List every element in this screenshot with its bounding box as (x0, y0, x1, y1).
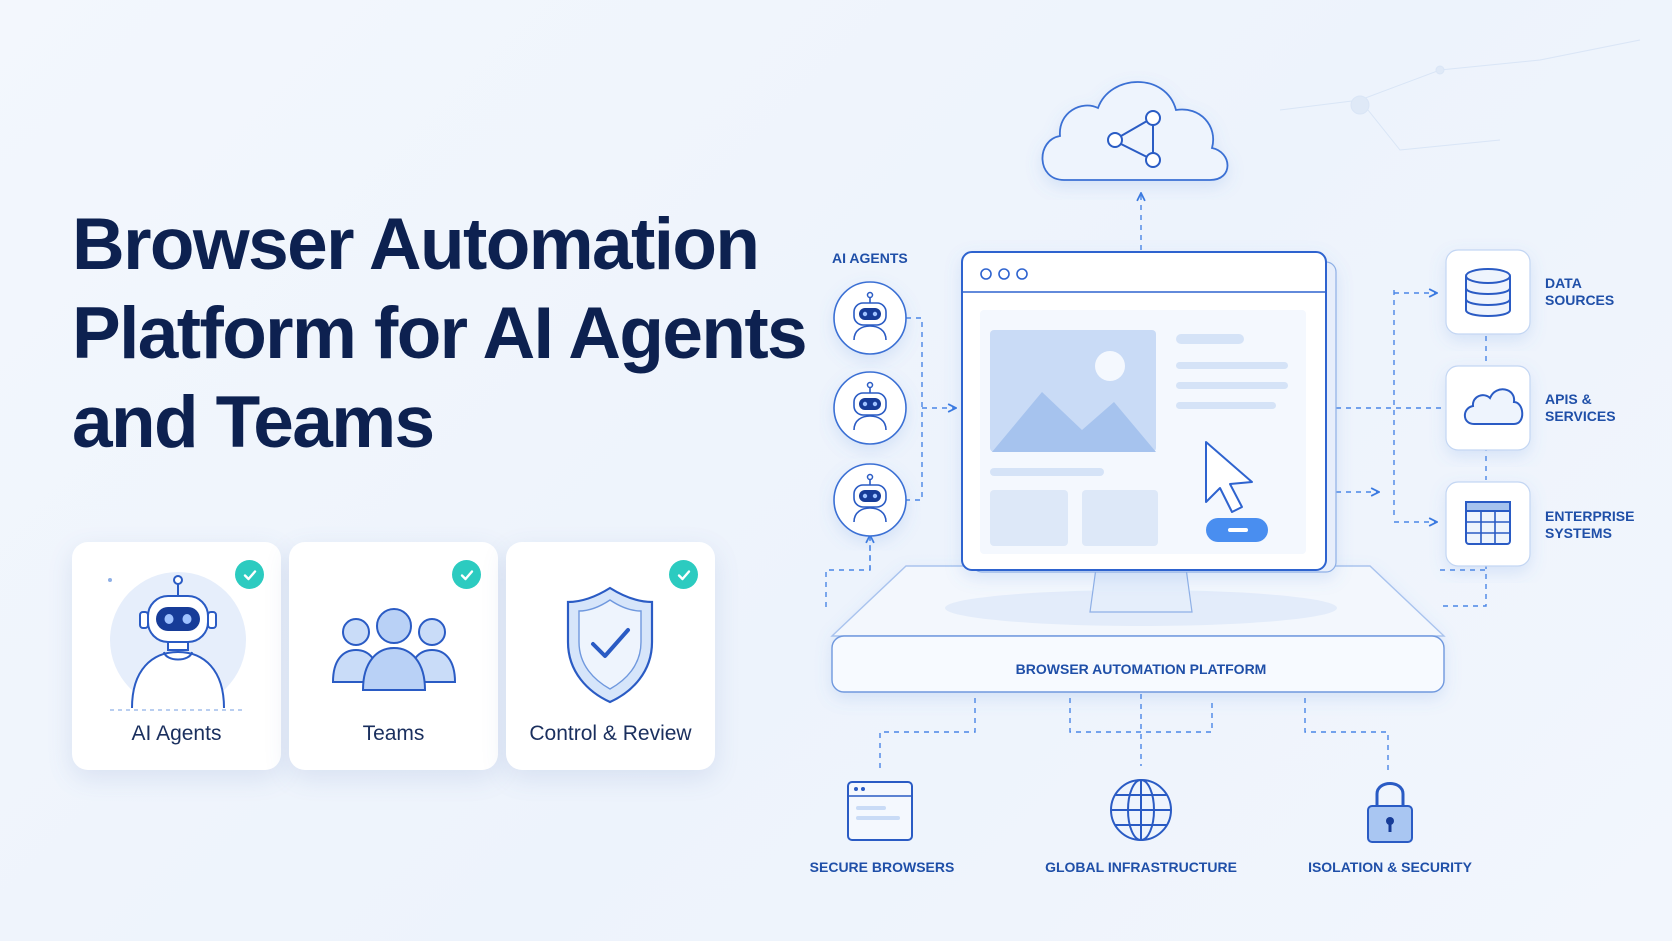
apis-services-node (1445, 365, 1531, 451)
headline-line-3: and Teams (72, 382, 435, 463)
globe-icon (1110, 779, 1172, 841)
enterprise-systems-label-2: SYSTEMS (1545, 525, 1612, 541)
apis-services-label-2: SERVICES (1545, 408, 1616, 424)
robot-icon (108, 572, 246, 711)
browser-window-icon (847, 781, 913, 841)
card-teams[interactable]: Teams (289, 542, 498, 770)
cursor-icon (1205, 441, 1253, 513)
enterprise-systems-label-1: ENTERPRISE (1545, 508, 1634, 524)
shield-check-icon (566, 586, 654, 704)
check-icon (669, 560, 698, 589)
headline-line-1: Browser Automation (72, 204, 760, 285)
table-icon (1465, 501, 1511, 545)
card-label: Control & Review (529, 722, 692, 745)
agents-label: AI AGENTS (832, 250, 908, 266)
card-control-review[interactable]: Control & Review (506, 542, 715, 770)
agent-robot-icon (833, 371, 907, 445)
apis-services-label-1: APIS & (1545, 391, 1592, 407)
card-label: AI Agents (131, 722, 222, 745)
enterprise-systems-node (1445, 481, 1531, 567)
data-sources-node (1445, 249, 1531, 335)
platform-label: BROWSER AUTOMATION PLATFORM (1016, 661, 1267, 677)
isolation-security-label: ISOLATION & SECURITY (1308, 859, 1473, 875)
headline-line-2: Platform for AI Agents (72, 293, 808, 374)
secure-browsers-label: SECURE BROWSERS (810, 859, 955, 875)
padlock-icon (1367, 782, 1413, 843)
database-icon (1465, 268, 1511, 317)
global-infrastructure-label: GLOBAL INFRASTRUCTURE (1045, 859, 1237, 875)
card-ai-agents[interactable]: AI Agents (72, 542, 281, 770)
check-icon (452, 560, 481, 589)
cloud-icon (1463, 388, 1524, 425)
cloud-network-icon (1041, 81, 1229, 181)
team-icon (331, 608, 457, 691)
data-sources-label-1: DATA (1545, 275, 1582, 291)
check-icon (235, 560, 264, 589)
headline: Browser Automation Platform for AI Agent… (72, 200, 832, 467)
browser-window (961, 251, 1337, 573)
agent-robot-icon (833, 281, 907, 355)
card-label: Teams (362, 722, 425, 745)
data-sources-label-2: SOURCES (1545, 292, 1614, 308)
agent-robot-icon (833, 463, 907, 537)
